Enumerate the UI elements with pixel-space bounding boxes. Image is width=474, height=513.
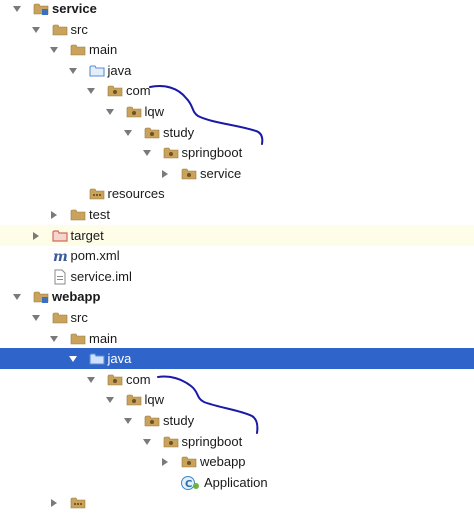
svg-text:C: C — [185, 479, 192, 490]
expand-arrow-icon[interactable] — [12, 0, 22, 19]
resources-folder-icon — [89, 183, 105, 204]
tree-node-label: lqw — [144, 104, 165, 119]
expand-arrow-icon[interactable] — [31, 307, 41, 328]
tree-node-resources[interactable]: resources — [0, 183, 474, 204]
svg-text:m: m — [53, 249, 68, 264]
excluded-folder-icon — [51, 225, 68, 246]
expand-arrow-icon[interactable] — [105, 101, 115, 122]
expand-arrow-icon[interactable] — [49, 39, 59, 60]
tree-node-java[interactable]: java — [0, 60, 474, 81]
tree-node-label: java — [107, 351, 132, 367]
collapse-arrow-icon[interactable] — [31, 225, 41, 246]
collapse-arrow-icon[interactable] — [160, 451, 170, 472]
tree-node-label: src — [70, 21, 88, 37]
tree-node-webapp-package[interactable]: webapp — [0, 451, 474, 472]
package-icon — [107, 80, 123, 101]
tree-node-label: service — [200, 165, 242, 181]
tree-node-lqw[interactable]: lqw — [0, 101, 474, 122]
tree-node-label: java — [107, 62, 132, 78]
expand-arrow-icon[interactable] — [142, 431, 152, 452]
tree-node-study[interactable]: study — [0, 410, 474, 431]
tree-node-label: com — [126, 371, 151, 387]
folder-icon — [70, 328, 86, 349]
iml-file-icon — [52, 266, 68, 287]
module-icon — [33, 0, 49, 19]
tree-node-label: service — [52, 1, 97, 16]
tree-node-springboot[interactable]: springboot — [0, 142, 474, 163]
tree-node-service-iml[interactable]: service.iml — [0, 266, 474, 287]
expand-arrow-icon[interactable] — [86, 80, 96, 101]
tree-node-test[interactable]: test — [0, 204, 474, 225]
folder-icon — [70, 39, 86, 60]
resources-folder-icon — [70, 492, 86, 513]
tree-node-target[interactable]: target — [0, 224, 474, 246]
package-icon — [126, 101, 142, 122]
tree-node-label: springboot — [181, 145, 243, 161]
tree-node-lqw[interactable]: lqw — [0, 389, 474, 410]
tree-node-main[interactable]: main — [0, 39, 474, 60]
collapse-arrow-icon[interactable] — [49, 204, 59, 225]
expand-arrow-icon[interactable] — [12, 286, 22, 307]
tree-node-label: study — [163, 124, 195, 140]
package-icon — [181, 163, 197, 184]
tree-node-label: main — [89, 330, 118, 346]
tree-node-service-package[interactable]: service — [0, 163, 474, 184]
tree-node-com[interactable]: com — [0, 369, 474, 390]
tree-node-label: src — [70, 310, 88, 325]
tree-node-label: webapp — [200, 454, 246, 470]
folder-icon — [70, 204, 86, 225]
tree-node-label: springboot — [181, 433, 243, 449]
package-icon — [144, 410, 160, 431]
tree-node-label: lqw — [144, 392, 165, 408]
folder-icon — [52, 19, 68, 40]
package-icon — [163, 142, 179, 163]
tree-node-application-class[interactable]: C Application — [0, 472, 474, 493]
tree-node-study[interactable]: study — [0, 122, 474, 143]
tree-node-label: test — [89, 207, 110, 222]
tree-node-label: main — [89, 42, 118, 58]
source-root-folder-icon — [88, 348, 105, 369]
expand-arrow-icon[interactable] — [68, 60, 78, 81]
tree-node-java[interactable]: java — [0, 348, 474, 370]
package-icon — [163, 431, 179, 452]
tree-node-label: target — [70, 227, 104, 243]
module-icon — [33, 286, 49, 307]
expand-arrow-icon[interactable] — [49, 328, 59, 349]
package-icon — [181, 451, 197, 472]
tree-node-com[interactable]: com — [0, 80, 474, 101]
tree-node-label: Application — [204, 474, 268, 490]
tree-node-webapp-module[interactable]: webapp — [0, 286, 474, 307]
tree-node-service-module[interactable]: service — [0, 0, 474, 19]
tree-node-partially-visible[interactable] — [0, 492, 474, 513]
tree-node-label: service.iml — [70, 268, 132, 284]
tree-node-label: resources — [107, 186, 165, 202]
tree-node-label: com — [126, 83, 151, 99]
expand-arrow-icon[interactable] — [68, 348, 78, 369]
maven-icon: m — [52, 245, 68, 266]
expand-arrow-icon[interactable] — [123, 410, 133, 431]
package-icon — [126, 389, 142, 410]
tree-node-src[interactable]: src — [0, 307, 474, 328]
tree-node-main[interactable]: main — [0, 328, 474, 349]
collapse-arrow-icon[interactable] — [160, 163, 170, 184]
spring-boot-class-icon: C — [181, 472, 201, 493]
collapse-arrow-icon[interactable] — [49, 492, 59, 513]
source-root-folder-icon — [88, 60, 105, 81]
expand-arrow-icon[interactable] — [86, 369, 96, 390]
expand-arrow-icon[interactable] — [31, 19, 41, 40]
expand-arrow-icon[interactable] — [105, 389, 115, 410]
tree-node-label: pom.xml — [70, 248, 120, 264]
tree-node-label: study — [163, 413, 195, 428]
expand-arrow-icon[interactable] — [123, 122, 133, 143]
package-icon — [144, 122, 160, 143]
tree-node-springboot[interactable]: springboot — [0, 431, 474, 452]
folder-icon — [52, 307, 68, 328]
tree-node-label: webapp — [52, 289, 101, 305]
package-icon — [107, 369, 123, 390]
tree-node-src[interactable]: src — [0, 19, 474, 40]
expand-arrow-icon[interactable] — [142, 142, 152, 163]
